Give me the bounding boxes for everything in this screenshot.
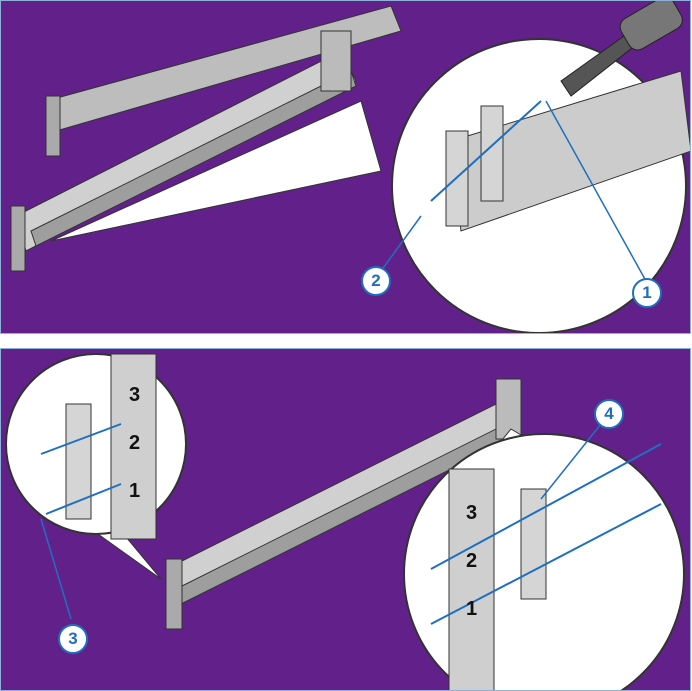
hole-label: 1 (466, 598, 478, 620)
step-panel-install-rails: 3 2 1 3 2 1 3 4 (0, 348, 691, 691)
callout-leader-3 (40, 518, 72, 620)
rail-end-bracket (45, 95, 61, 157)
screwdriver-handle-icon (619, 1, 683, 51)
rack-hole-labels-right: 3 2 1 (466, 489, 477, 633)
hole-label: 3 (466, 502, 478, 524)
rail-illustration-bottom (5, 353, 685, 690)
front-rail-inner (30, 70, 357, 247)
hole-label: 3 (129, 384, 141, 406)
screw-direction-arrow (45, 483, 122, 515)
callout-leader-2 (380, 215, 422, 272)
hole-label: 2 (129, 432, 141, 454)
step-panel-remove-pins: 1 2 (0, 0, 691, 334)
rack-post-right (448, 468, 495, 690)
bracket-icon (480, 105, 504, 202)
bracket-icon (65, 403, 92, 520)
hole-label: 1 (129, 480, 141, 502)
detail-magnifier-left (5, 353, 187, 535)
callout-1: 1 (632, 278, 662, 308)
screw-direction-arrow (40, 423, 122, 455)
callout-leader-1 (545, 100, 647, 282)
magnifier-pointer (50, 100, 382, 242)
hole-label: 2 (466, 550, 478, 572)
rail-end-bracket (10, 205, 26, 272)
screw-direction-arrow (430, 503, 662, 625)
rail-illustration-top (10, 1, 690, 333)
rail-end-bracket (320, 30, 352, 92)
bracket-icon (520, 488, 547, 600)
rack-post-left (110, 353, 157, 540)
screw-direction-arrow (430, 443, 662, 570)
callout-4: 4 (594, 399, 624, 429)
callout-2: 2 (361, 266, 391, 296)
callout-3: 3 (58, 624, 88, 654)
pin-direction-arrow (430, 100, 542, 202)
rack-hole-labels-left: 3 2 1 (129, 371, 140, 515)
callout-leader-4 (540, 423, 602, 500)
rail-end-bracket (165, 558, 183, 630)
rail-end-bracket (495, 378, 522, 440)
